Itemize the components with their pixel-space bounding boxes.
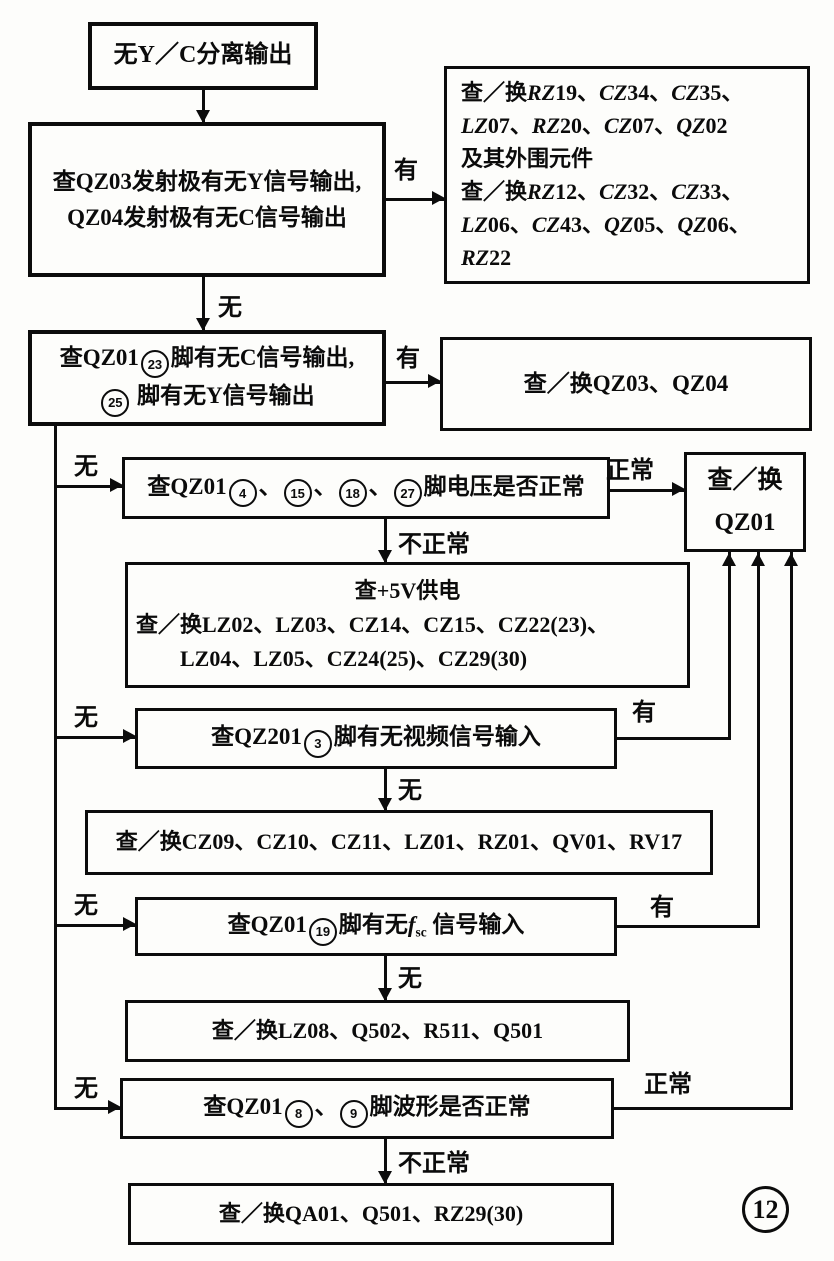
- arrowhead-voltage-normal: [672, 482, 685, 496]
- edge-label-voltage-abnormal: 不正常: [398, 532, 470, 558]
- connector-voltage-normal: [610, 489, 684, 492]
- edge-label-spine-voltage: 无: [74, 454, 98, 480]
- connector-pin23-yes: [386, 381, 440, 384]
- connector-video-yes-horizontal: [617, 737, 731, 740]
- connector-emitters-yes: [386, 198, 444, 201]
- arrowhead-start-down: [196, 110, 210, 123]
- edge-label-waveform-normal: 正常: [644, 1072, 692, 1098]
- edge-label-emitters-yes: 有: [394, 158, 418, 184]
- flow-box-replace-lz08-group: 查／换LZ08、Q502、R511、Q501: [125, 1000, 630, 1062]
- edge-label-video-yes: 有: [632, 700, 656, 726]
- flow-box-check-5v-supply: 查+5V供电查／换LZ02、LZ03、CZ14、CZ15、CZ22(23)、LZ…: [125, 562, 690, 688]
- connector-start-down: [202, 90, 205, 122]
- arrowhead-spine-to-fsc: [123, 917, 136, 931]
- edge-label-fsc-no: 无: [398, 966, 422, 992]
- arrowhead-spine-to-video: [123, 729, 136, 743]
- edge-label-fsc-yes: 有: [650, 895, 674, 921]
- edge-label-voltage-normal: 正常: [606, 458, 654, 484]
- connector-emitters-no: [202, 277, 205, 330]
- edge-label-spine-waveform: 无: [74, 1076, 98, 1102]
- arrowhead-waveform-abnormal: [378, 1171, 392, 1184]
- connector-spine-to-voltage: [54, 485, 122, 488]
- arrowhead-spine-to-voltage: [110, 478, 123, 492]
- flow-box-check-qz03-qz04-emitter: 查QZ03发射极有无Y信号输出,QZ04发射极有无C信号输出: [28, 122, 386, 277]
- arrowhead-video-yes: [722, 553, 736, 566]
- edge-label-waveform-abnormal: 不正常: [398, 1151, 470, 1177]
- edge-label-spine-fsc: 无: [74, 893, 98, 919]
- connector-spine-to-fsc: [54, 924, 135, 927]
- arrowhead-video-no: [378, 798, 392, 811]
- connector-video-yes-vertical: [728, 552, 731, 740]
- flow-box-replace-qz03-qz04: 查／换QZ03、QZ04: [440, 337, 812, 431]
- connector-fsc-no: [384, 956, 387, 1000]
- edge-label-emitters-no: 无: [218, 295, 242, 321]
- connector-fsc-yes-vertical: [757, 552, 760, 928]
- edge-label-pin23-yes: 有: [396, 346, 420, 372]
- arrowhead-fsc-yes: [751, 553, 765, 566]
- connector-waveform-abnormal: [384, 1139, 387, 1183]
- connector-waveform-normal-vertical: [790, 552, 793, 1110]
- page-number-badge: 12: [742, 1186, 789, 1233]
- arrowhead-waveform-normal: [784, 553, 798, 566]
- arrowhead-emitters-yes: [432, 191, 445, 205]
- flow-box-start: 无Y／C分离输出: [88, 22, 318, 90]
- flow-box-replace-qa01-group: 查／换QA01、Q501、RZ29(30): [128, 1183, 614, 1245]
- connector-waveform-normal-horizontal: [614, 1107, 793, 1110]
- connector-spine-to-waveform: [54, 1107, 120, 1110]
- connector-left-spine: [54, 425, 57, 1110]
- arrowhead-spine-to-waveform: [108, 1100, 121, 1114]
- connector-voltage-abnormal: [384, 519, 387, 562]
- arrowhead-voltage-abnormal: [378, 550, 392, 563]
- connector-spine-to-video: [54, 736, 135, 739]
- edge-label-spine-video: 无: [74, 705, 98, 731]
- flow-box-replace-cz09-group: 查／换CZ09、CZ10、CZ11、LZ01、RZ01、QV01、RV17: [85, 810, 713, 875]
- connector-fsc-yes-horizontal: [617, 925, 760, 928]
- arrowhead-emitters-no: [196, 318, 210, 331]
- connector-video-no: [384, 769, 387, 810]
- arrowhead-pin23-yes: [428, 374, 441, 388]
- edge-label-video-no: 无: [398, 778, 422, 804]
- arrowhead-fsc-no: [378, 988, 392, 1001]
